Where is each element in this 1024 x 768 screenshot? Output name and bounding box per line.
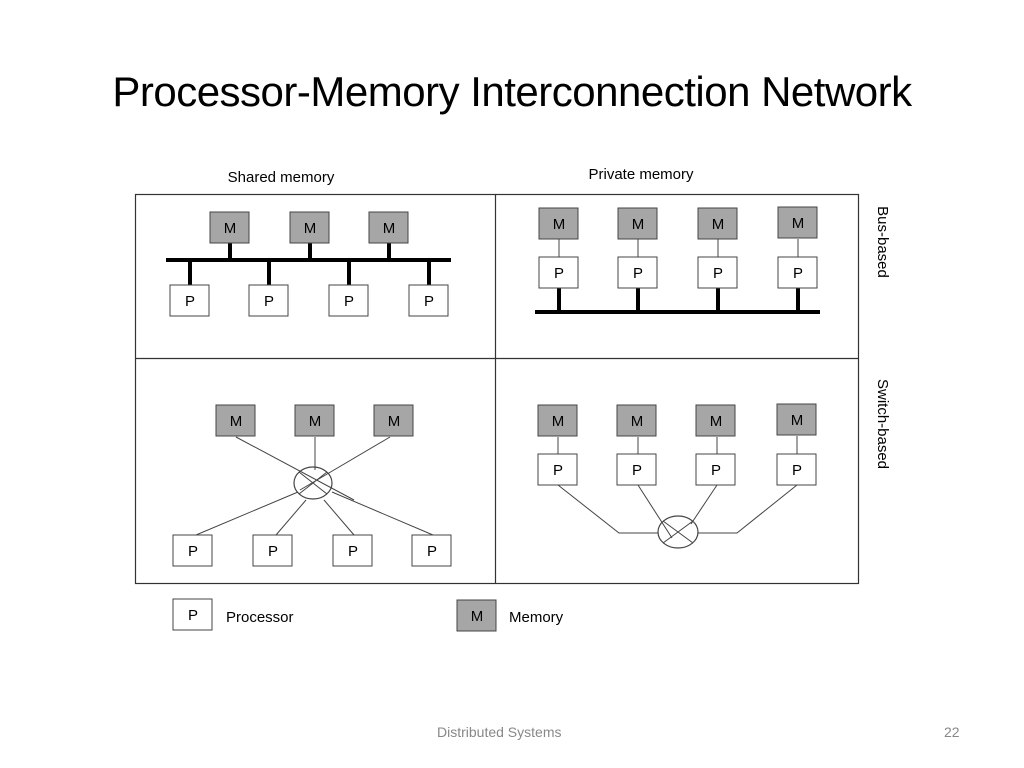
svg-text:P: P	[344, 293, 354, 310]
svg-text:P: P	[188, 607, 198, 624]
svg-text:P: P	[424, 293, 434, 310]
svg-text:M: M	[792, 215, 805, 232]
processor-node: P	[248, 284, 289, 317]
memory-node: M	[368, 211, 409, 244]
svg-text:M: M	[710, 413, 723, 430]
row-label-bus-based: Bus-based	[874, 206, 891, 278]
switch-link	[557, 484, 658, 534]
processor-node: P	[616, 453, 657, 486]
switch-link	[637, 484, 673, 539]
memory-node: M	[537, 404, 578, 437]
svg-text:M: M	[383, 220, 396, 237]
memory-node: M	[777, 206, 818, 239]
processor-node: P	[695, 453, 736, 486]
processor-node: P	[252, 534, 293, 567]
svg-text:P: P	[711, 462, 721, 479]
switch-link	[235, 436, 355, 501]
diagram-frame	[134, 193, 860, 585]
memory-node: M	[538, 207, 579, 240]
svg-text:P: P	[348, 543, 358, 560]
slide-title: Processor-Memory Interconnection Network	[112, 68, 912, 115]
legend-processor-symbol: P	[172, 598, 213, 631]
processor-node: P	[537, 453, 578, 486]
memory-node: M	[209, 211, 250, 244]
processor-node: P	[776, 453, 817, 486]
header-shared-memory: Shared memory	[228, 169, 335, 186]
legend-memory-label: Memory	[509, 609, 564, 626]
processor-node: P	[411, 534, 452, 567]
svg-text:M: M	[309, 413, 322, 430]
svg-text:M: M	[230, 413, 243, 430]
svg-text:M: M	[304, 220, 317, 237]
svg-text:M: M	[224, 220, 237, 237]
svg-text:M: M	[471, 608, 484, 625]
processor-node: P	[332, 534, 373, 567]
svg-text:P: P	[554, 265, 564, 282]
switch-link	[698, 484, 798, 534]
processor-node: P	[617, 256, 658, 289]
switch-link	[323, 499, 355, 536]
switch-link	[690, 484, 718, 525]
processor-node: P	[172, 534, 213, 567]
quadrant-private-bus: M M M M P P P P	[535, 206, 820, 314]
memory-node: M	[616, 404, 657, 437]
memory-node: M	[294, 404, 335, 437]
memory-node: M	[617, 207, 658, 240]
legend-memory-symbol: M	[456, 599, 497, 632]
switch-link	[331, 491, 434, 536]
page-number: 22	[944, 724, 960, 740]
svg-text:P: P	[793, 265, 803, 282]
svg-text:P: P	[427, 543, 437, 560]
svg-text:P: P	[553, 462, 563, 479]
legend-processor-label: Processor	[226, 609, 294, 626]
processor-node: P	[777, 256, 818, 289]
svg-text:M: M	[712, 216, 725, 233]
row-label-switch-based: Switch-based	[874, 379, 891, 469]
legend: P Processor M Memory	[172, 598, 564, 632]
memory-node: M	[695, 404, 736, 437]
memory-node: M	[373, 404, 414, 437]
svg-text:P: P	[268, 543, 278, 560]
processor-node: P	[697, 256, 738, 289]
svg-text:P: P	[633, 265, 643, 282]
quadrant-private-switch: M M M M P P P P	[537, 403, 817, 549]
processor-node: P	[328, 284, 369, 317]
svg-text:P: P	[264, 293, 274, 310]
processor-node: P	[169, 284, 210, 317]
svg-text:P: P	[188, 543, 198, 560]
processor-node: P	[408, 284, 449, 317]
svg-text:M: M	[632, 216, 645, 233]
svg-text:M: M	[631, 413, 644, 430]
header-private-memory: Private memory	[588, 166, 694, 183]
svg-text:P: P	[632, 462, 642, 479]
memory-node: M	[289, 211, 330, 244]
footer-text: Distributed Systems	[437, 724, 562, 740]
switch-link	[195, 491, 299, 536]
svg-text:M: M	[791, 412, 804, 429]
svg-text:P: P	[713, 265, 723, 282]
processor-node: P	[538, 256, 579, 289]
memory-node: M	[697, 207, 738, 240]
svg-text:M: M	[553, 216, 566, 233]
svg-text:M: M	[388, 413, 401, 430]
quadrant-shared-switch: M M M P P P P	[172, 404, 452, 567]
switch-link	[275, 499, 307, 536]
memory-node: M	[776, 403, 817, 436]
svg-text:P: P	[792, 462, 802, 479]
switch-icon	[657, 515, 699, 549]
svg-text:M: M	[552, 413, 565, 430]
switch-icon	[293, 466, 333, 500]
quadrant-shared-bus: M M M P P P P	[166, 211, 451, 317]
svg-text:P: P	[185, 293, 195, 310]
memory-node: M	[215, 404, 256, 437]
